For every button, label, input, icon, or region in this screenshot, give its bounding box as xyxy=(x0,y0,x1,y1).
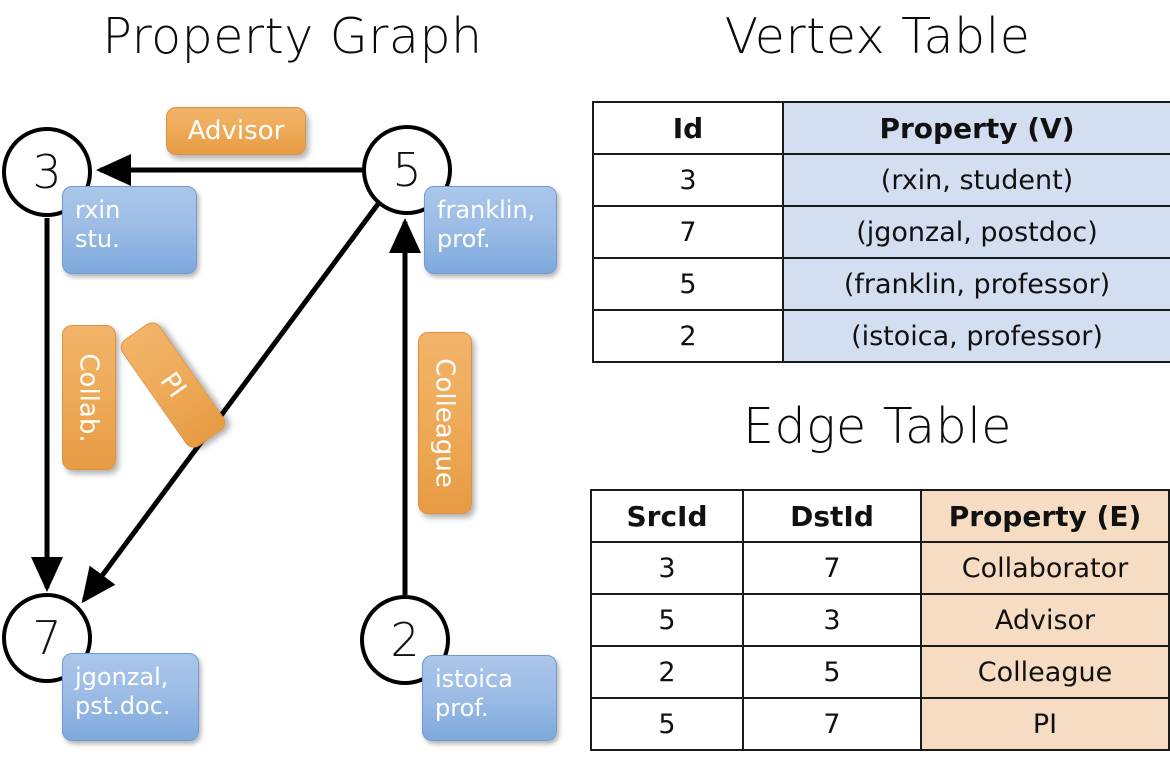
vertex-table-header-property: Property (V) xyxy=(782,101,1170,155)
edge-table-header-dstid: DstId xyxy=(742,489,922,543)
vertex-row-1-id: 7 xyxy=(592,205,784,259)
vertex-row-2-property: (franklin, professor) xyxy=(782,257,1170,311)
page-title-property-graph: Property Graph xyxy=(102,8,483,65)
edge-label-collab-text: Collab. xyxy=(74,352,104,443)
page-title-edge-table: Edge Table xyxy=(743,398,1012,455)
node-5[interactable]: 5 xyxy=(362,125,452,215)
vertex-row-0-property: (rxin, student) xyxy=(782,153,1170,207)
table-row[interactable]: 3 7 Collaborator xyxy=(590,541,1170,595)
edge-label-pi-text: PI xyxy=(154,366,192,404)
vertex-table-header-id: Id xyxy=(592,101,784,155)
table-row[interactable]: 5 7 PI xyxy=(590,697,1170,751)
edge-label-advisor: Advisor xyxy=(166,107,306,155)
edge-row-2-property: Colleague xyxy=(920,645,1170,699)
node-3-property-box: rxin stu. xyxy=(62,186,197,274)
edge-row-3-property: PI xyxy=(920,697,1170,751)
node-5-property-line-1: franklin, xyxy=(437,196,536,224)
edge-label-collab: Collab. xyxy=(62,325,116,470)
edge-table-header-srcid: SrcId xyxy=(590,489,744,543)
node-7-property-line-2: pst.doc. xyxy=(75,692,171,721)
edge-row-1-dstid: 3 xyxy=(742,593,922,647)
node-3-property-line-2: stu. xyxy=(75,225,120,254)
node-2-property-box: istoica prof. xyxy=(422,655,557,741)
table-row[interactable]: 5 (franklin, professor) xyxy=(592,257,1170,311)
vertex-row-2-id: 5 xyxy=(592,257,784,311)
edge-row-0-dstid: 7 xyxy=(742,541,922,595)
edge-label-colleague: Colleague xyxy=(418,332,472,514)
edge-row-0-property: Collaborator xyxy=(920,541,1170,595)
edge-row-1-srcid: 5 xyxy=(590,593,744,647)
edge-5-to-7 xyxy=(81,202,381,604)
edge-table: SrcId DstId Property (E) 3 7 Collaborato… xyxy=(590,489,1170,751)
node-7-property-box: jgonzal, pst.doc. xyxy=(62,653,199,741)
node-3-property-line-1: rxin xyxy=(75,196,121,224)
edge-table-header-property: Property (E) xyxy=(920,489,1170,543)
table-row[interactable]: 3 (rxin, student) xyxy=(592,153,1170,207)
node-2-property-line-1: istoica xyxy=(435,665,513,693)
edge-row-2-srcid: 2 xyxy=(590,645,744,699)
table-row[interactable]: 5 3 Advisor xyxy=(590,593,1170,647)
table-row[interactable]: 2 (istoica, professor) xyxy=(592,309,1170,363)
node-5-property-box: franklin, prof. xyxy=(424,186,557,274)
edge-row-0-srcid: 3 xyxy=(590,541,744,595)
property-graph-canvas xyxy=(31,154,421,604)
node-7-property-line-1: jgonzal, xyxy=(75,663,169,691)
edge-row-1-property: Advisor xyxy=(920,593,1170,647)
vertex-row-0-id: 3 xyxy=(592,153,784,207)
edge-label-colleague-text: Colleague xyxy=(430,358,461,488)
table-row[interactable]: 2 5 Colleague xyxy=(590,645,1170,699)
vertex-table-header-row: Id Property (V) xyxy=(592,101,1170,155)
edge-row-3-dstid: 7 xyxy=(742,697,922,751)
node-2-property-line-2: prof. xyxy=(435,694,489,723)
vertex-row-3-property: (istoica, professor) xyxy=(782,309,1170,363)
edge-row-3-srcid: 5 xyxy=(590,697,744,751)
table-row[interactable]: 7 (jgonzal, postdoc) xyxy=(592,205,1170,259)
page-title-vertex-table: Vertex Table xyxy=(724,8,1031,65)
node-5-property-line-2: prof. xyxy=(437,225,491,254)
node-2[interactable]: 2 xyxy=(360,595,450,685)
vertex-row-3-id: 2 xyxy=(592,309,784,363)
vertex-row-1-property: (jgonzal, postdoc) xyxy=(782,205,1170,259)
edge-row-2-dstid: 5 xyxy=(742,645,922,699)
edge-table-header-row: SrcId DstId Property (E) xyxy=(590,489,1170,543)
vertex-table: Id Property (V) 3 (rxin, student) 7 (jgo… xyxy=(592,101,1170,363)
